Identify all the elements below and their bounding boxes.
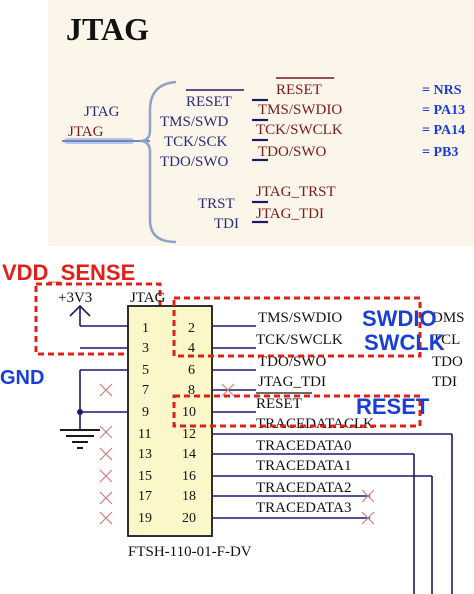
equals-pa14: = PA14 <box>422 123 465 138</box>
net-tracedata1: TRACEDATA1 <box>256 458 351 474</box>
pin-18: 18 <box>182 489 196 504</box>
net-label-tck-swclk: TCK/SWCLK <box>256 122 343 138</box>
pin-10: 10 <box>182 405 196 420</box>
pin-3: 3 <box>142 341 149 356</box>
net-jtag-tdi: JTAG_TDI <box>258 374 326 390</box>
pin-17: 17 <box>138 489 152 504</box>
pin-6: 6 <box>188 363 195 378</box>
mid-label-reset: RESET <box>186 94 232 110</box>
pin-12: 12 <box>182 427 196 442</box>
far-right-label-tdo: TDO <box>432 354 463 370</box>
connector-body <box>127 305 213 537</box>
bus-brace <box>139 80 177 244</box>
no-connect-marks-left <box>99 383 113 525</box>
pin-9: 9 <box>142 405 149 420</box>
swdio-annotation: SWDIO <box>362 306 437 331</box>
pin-11: 11 <box>138 427 151 442</box>
pin-20: 20 <box>182 511 196 526</box>
equals-pb3: = PB3 <box>422 145 458 160</box>
pin-2: 2 <box>188 321 195 336</box>
net-reset: RESET <box>256 396 302 412</box>
pin-19: 19 <box>138 511 152 526</box>
pin-15: 15 <box>138 469 152 484</box>
mid-label-tdo: TDO/SWO <box>160 154 228 170</box>
net-tracedataclk: TRACEDATACLK <box>256 416 374 432</box>
gnd-annotation: GND <box>0 367 44 389</box>
pin-14: 14 <box>182 447 196 462</box>
pin-7: 7 <box>142 383 149 398</box>
pin-16: 16 <box>182 469 196 484</box>
net-tck-swclk: TCK/SWCLK <box>256 332 343 348</box>
mid-label-tck: TCK/SCK <box>164 134 228 150</box>
far-right-label-dms: DMS <box>432 310 465 326</box>
swclk-annotation: SWCLK <box>364 330 445 355</box>
reset-box <box>172 394 422 428</box>
pin-5: 5 <box>142 363 149 378</box>
pin-8: 8 <box>188 383 195 398</box>
mid-label-tms: TMS/SWD <box>160 114 229 130</box>
junction-dot <box>77 409 83 415</box>
net-label-reset: RESET <box>276 82 322 98</box>
net-tracedata3: TRACEDATA3 <box>256 500 351 516</box>
pin-1: 1 <box>142 321 149 336</box>
jtag-bus-label: JTAG <box>68 124 104 140</box>
net-label-jtag-tdi: JTAG_TDI <box>256 206 324 222</box>
pin-13: 13 <box>138 447 152 462</box>
net-tracedata2: TRACEDATA2 <box>256 480 351 496</box>
jtag-group-label: JTAG <box>84 104 120 120</box>
net-label-tdo-swo: TDO/SWO <box>258 144 326 160</box>
swd-box <box>172 296 422 358</box>
reset-annotation: RESET <box>356 394 430 419</box>
pin-4: 4 <box>188 341 195 356</box>
no-connect-marks-right <box>221 383 375 525</box>
net-tdo-swo: TDO/SWO <box>258 354 326 370</box>
vdd-sense-box <box>34 282 162 356</box>
schematic-paper-area <box>48 0 474 246</box>
vdd-sense-annotation: VDD_SENSE <box>2 260 135 285</box>
mid-label-trst: TRST <box>198 196 235 212</box>
far-right-label-tdi: TDI <box>432 374 457 390</box>
supply-label: +3V3 <box>58 290 92 306</box>
connector-label: JTAG <box>130 290 166 306</box>
equals-nrst: = NRS <box>422 83 462 98</box>
mid-label-tdi: TDI <box>214 216 239 232</box>
net-tracedata0: TRACEDATA0 <box>256 438 351 454</box>
page-title: JTAG <box>66 11 149 47</box>
equals-pa13: = PA13 <box>422 103 465 118</box>
net-tms-swdio: TMS/SWDIO <box>258 310 342 326</box>
far-right-label-tcl: TCL <box>432 332 460 348</box>
net-label-tms-swdio: TMS/SWDIO <box>258 102 342 118</box>
net-label-jtag-trst: JTAG_TRST <box>256 184 336 200</box>
connector-part-number: FTSH-110-01-F-DV <box>128 544 252 560</box>
